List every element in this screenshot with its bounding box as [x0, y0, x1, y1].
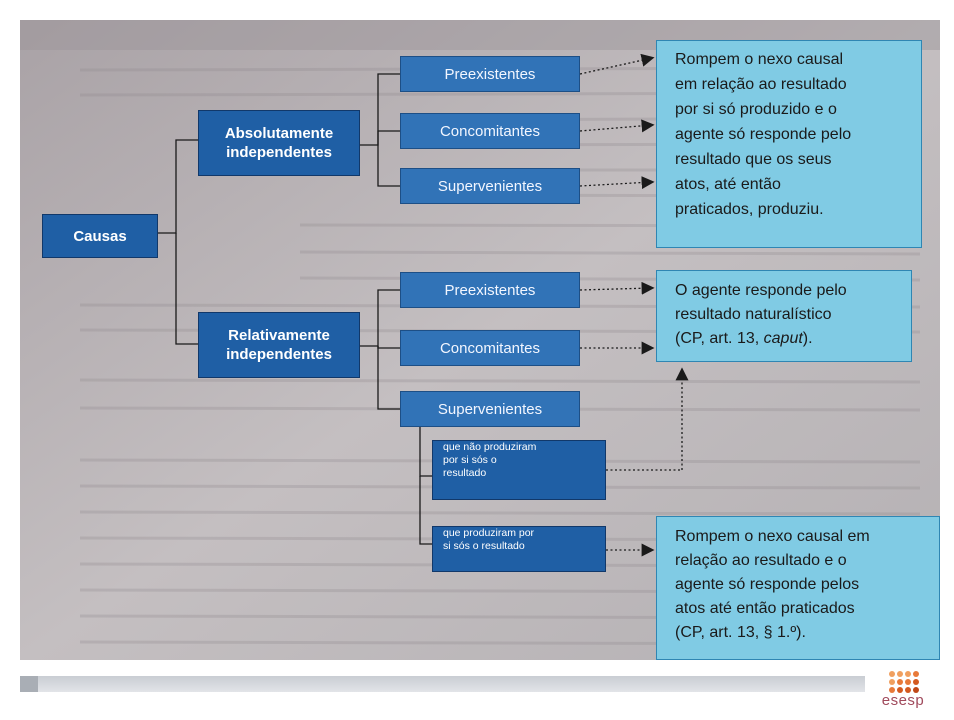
result-line: agente só responde pelo [675, 126, 852, 143]
root-causas: Causas [42, 214, 158, 258]
category-label-line2: independentes [226, 346, 332, 363]
category-label-line2: independentes [226, 144, 332, 161]
branch-line: que não produziram [443, 441, 537, 453]
subcause-label: Supervenientes [437, 177, 543, 195]
subcause-rel-concomitantes: Concomitantes [400, 330, 580, 366]
result-line: Rompem o nexo causal [675, 51, 844, 68]
subcause-abs-preexistentes: Preexistentes [400, 56, 580, 92]
branch-nao-produziram: que não produziram por si sós o resultad… [432, 440, 606, 500]
category-label-line1: Absolutamente [224, 125, 334, 142]
subcause-label: Concomitantes [439, 339, 541, 357]
result-line: (CP, art. 13, § 1.º). [675, 624, 806, 641]
branch-line: por si sós o [443, 454, 497, 466]
subcause-rel-supervenientes: Supervenientes [400, 391, 580, 427]
result-line: resultado que os seus [675, 151, 832, 168]
footer-bar [20, 676, 865, 692]
subcause-abs-supervenientes: Supervenientes [400, 168, 580, 204]
result-relative: O agente responde pelo resultado natural… [656, 270, 912, 362]
footer-bar-cap [20, 676, 38, 692]
subcause-abs-concomitantes: Concomitantes [400, 113, 580, 149]
subcause-rel-preexistentes: Preexistentes [400, 272, 580, 308]
result-supervening: Rompem o nexo causal em relação ao resul… [656, 516, 940, 660]
result-line: relação ao resultado e o [675, 552, 847, 569]
subcause-label: Supervenientes [437, 400, 543, 418]
esesp-logo-text: esesp [881, 692, 925, 709]
branch-line: si sós o resultado [443, 540, 525, 552]
branch-produziram: que produziram por si sós o resultado [432, 526, 606, 572]
result-line: (CP, art. 13, caput). [675, 327, 901, 351]
branch-line: que produziram por [443, 527, 535, 539]
result-absolute: Rompem o nexo causal em relação ao resul… [656, 40, 922, 248]
result-line: por si só produzido e o [675, 101, 837, 118]
result-citation-prefix: (CP, art. 13, [675, 330, 764, 347]
result-line: agente só responde pelos [675, 576, 860, 593]
category-relativamente: Relativamente independentes [198, 312, 360, 378]
subcause-label: Concomitantes [439, 122, 541, 140]
connector-lines [158, 53, 689, 557]
category-label-line1: Relativamente [228, 327, 330, 344]
result-line: em relação ao resultado [675, 76, 847, 93]
subcause-label: Preexistentes [444, 281, 536, 299]
result-citation-suffix: ). [802, 330, 813, 347]
slide-photo: Causas Absolutamente independentes Relat… [20, 20, 940, 660]
category-absolutamente: Absolutamente independentes [198, 110, 360, 176]
root-label: Causas [73, 227, 127, 245]
result-line: praticados, produziu. [675, 201, 824, 218]
result-line: resultado naturalístico [675, 306, 832, 323]
branch-line: resultado [443, 467, 487, 479]
result-line: atos até então praticados [675, 600, 855, 617]
result-line: Rompem o nexo causal em [675, 528, 870, 545]
result-citation-italic: caput [763, 330, 803, 347]
result-line: O agente responde pelo [675, 282, 847, 299]
result-line: atos, até então [675, 176, 781, 193]
esesp-logo-icon [889, 671, 919, 693]
subcause-label: Preexistentes [444, 65, 536, 83]
